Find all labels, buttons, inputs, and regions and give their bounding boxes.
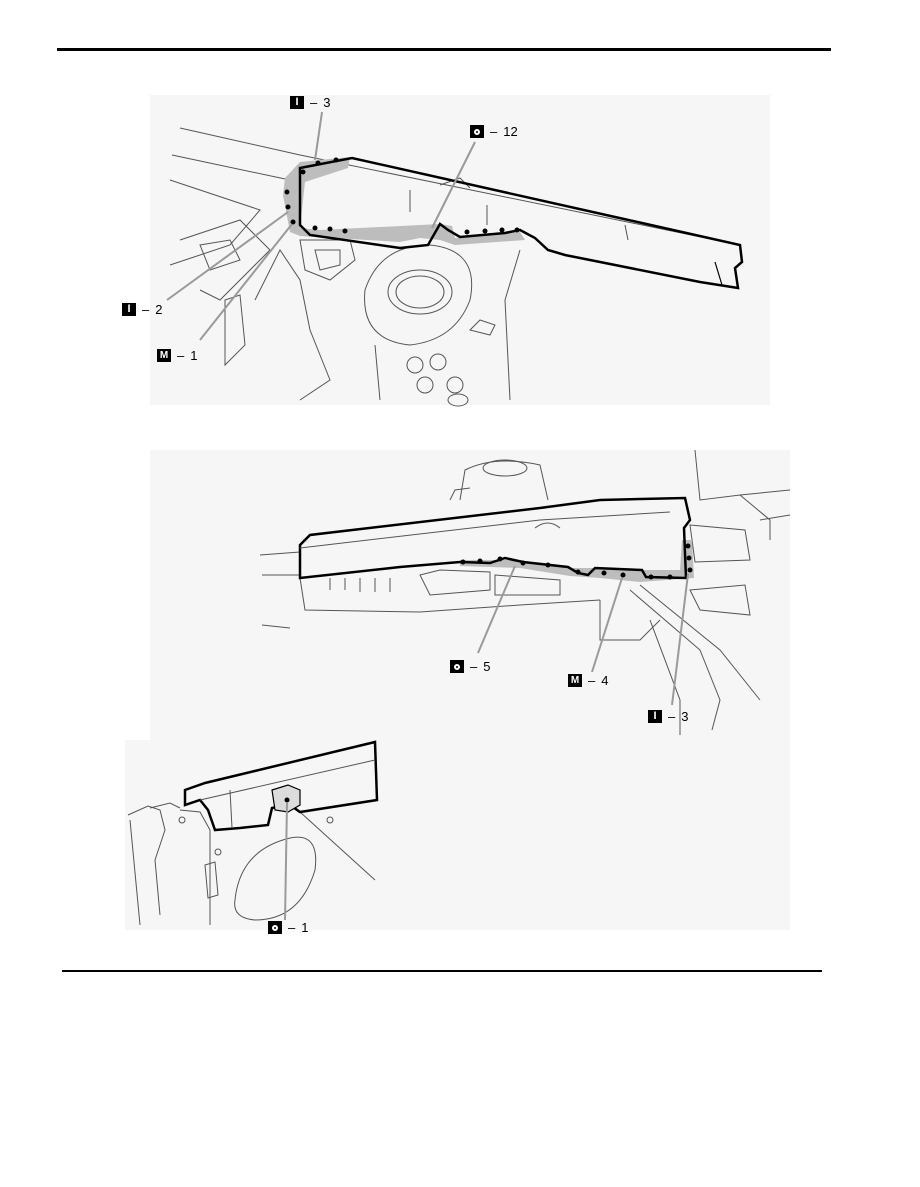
middle-drawing — [259, 449, 791, 735]
i-symbol-icon: I — [122, 303, 136, 316]
callout-middle-i-3: I – 3 — [648, 709, 688, 724]
lower-outline — [183, 740, 379, 832]
middle-sealer-band — [460, 540, 694, 582]
upper-outline — [298, 156, 744, 290]
callout-middle-m-4: M – 4 — [568, 673, 608, 688]
callout-value: 1 — [190, 348, 198, 363]
lower-figure-panel — [125, 740, 790, 930]
callout-value: 1 — [301, 920, 309, 935]
upper-weld-dots — [284, 157, 520, 235]
callout-value: 3 — [323, 95, 331, 110]
callout-middle-o-5: – 5 — [450, 659, 490, 674]
top-rule — [57, 48, 831, 51]
callout-value: 12 — [503, 124, 518, 139]
callout-dash: – — [177, 348, 185, 363]
i-symbol-icon: I — [290, 96, 304, 109]
m-symbol-icon: M — [157, 349, 171, 362]
callout-dash: – — [588, 673, 596, 688]
callout-upper-m-1: M – 1 — [157, 348, 197, 363]
callout-value: 2 — [155, 302, 163, 317]
callout-dash: – — [470, 659, 478, 674]
upper-leader-lines — [166, 111, 476, 341]
callout-value: 5 — [483, 659, 491, 674]
i-symbol-icon: I — [648, 710, 662, 723]
lower-drawing — [127, 802, 376, 926]
callout-upper-i-2: I – 2 — [122, 302, 162, 317]
bottom-rule — [62, 970, 822, 972]
lower-leader-line — [284, 802, 288, 921]
o-symbol-icon — [268, 921, 282, 934]
callout-dash: – — [142, 302, 150, 317]
upper-figure-panel — [150, 95, 770, 405]
callout-dash: – — [310, 95, 318, 110]
callout-dash: – — [668, 709, 676, 724]
m-symbol-icon: M — [568, 674, 582, 687]
callout-lower-o-1: – 1 — [268, 920, 308, 935]
o-symbol-icon — [470, 125, 484, 138]
callout-upper-o-12: – 12 — [470, 124, 518, 139]
callout-value: 3 — [681, 709, 689, 724]
o-symbol-icon — [450, 660, 464, 673]
callout-upper-i-3: I – 3 — [290, 95, 330, 110]
callout-dash: – — [490, 124, 498, 139]
upper-drawing — [169, 127, 741, 407]
middle-weld-dots — [460, 543, 693, 580]
callout-dash: – — [288, 920, 296, 935]
middle-outline — [298, 496, 692, 580]
middle-leader-lines — [477, 565, 689, 706]
callout-value: 4 — [601, 673, 609, 688]
